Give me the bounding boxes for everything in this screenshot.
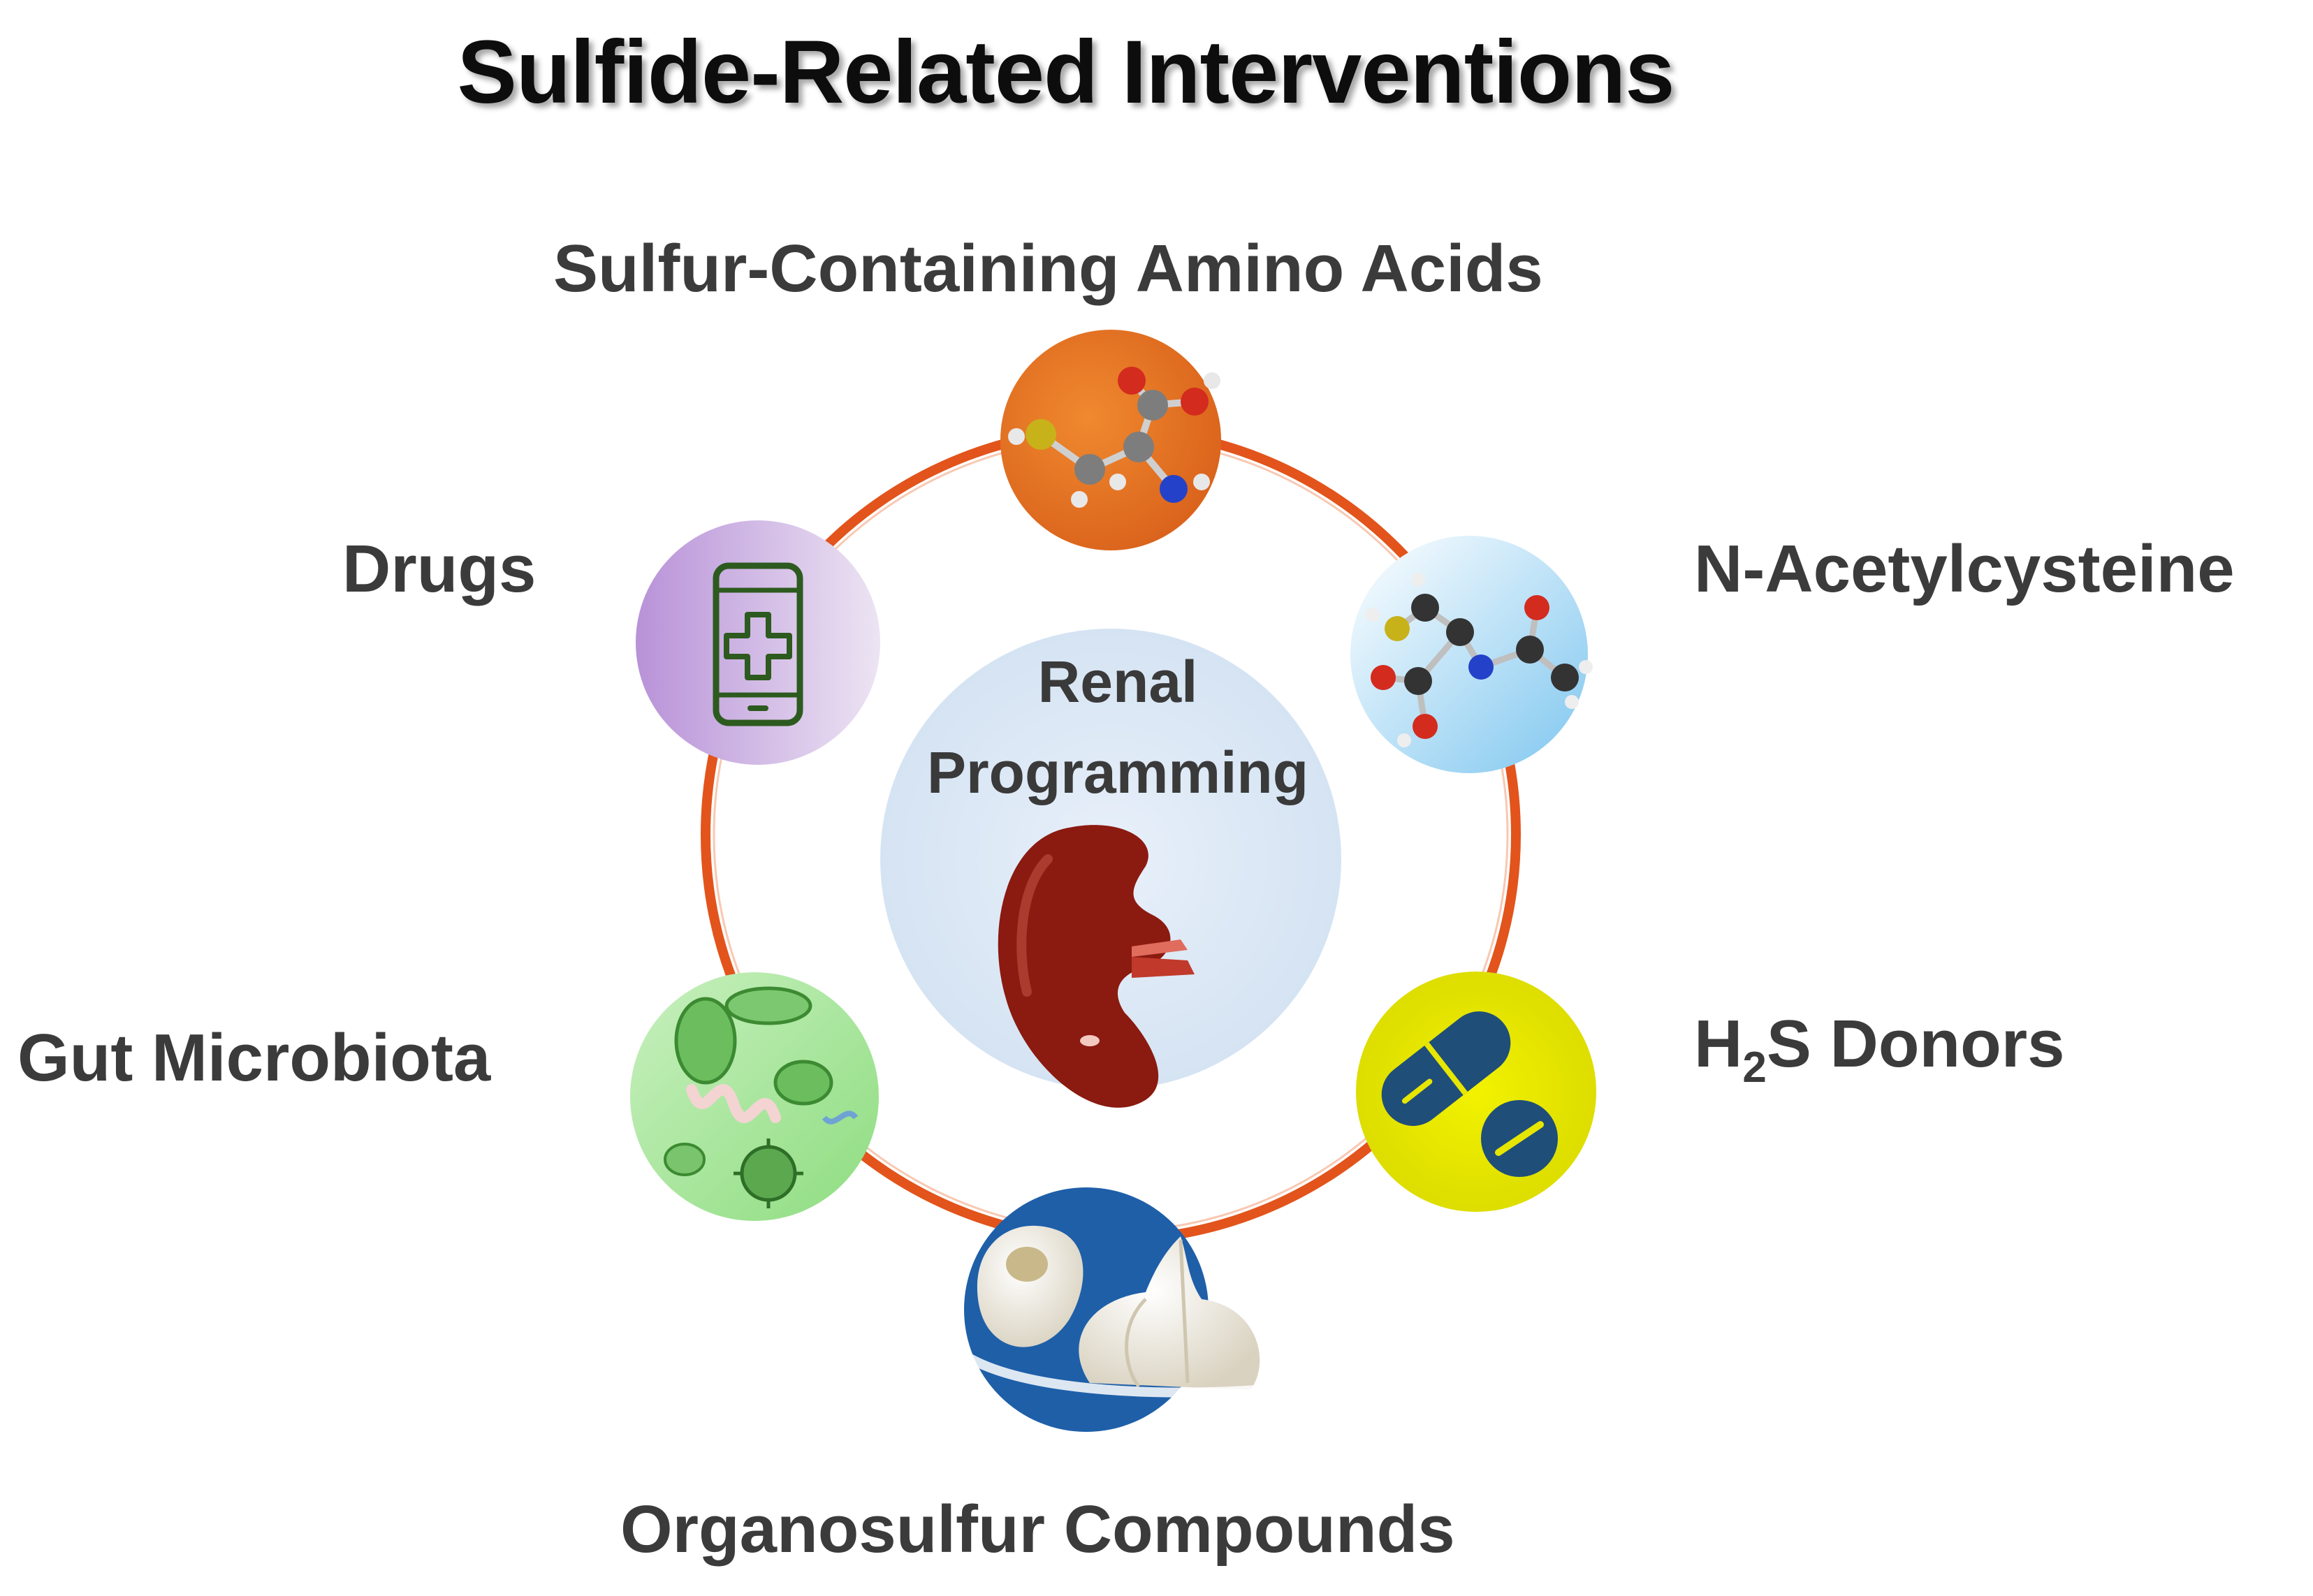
center-label-line1: Renal (1037, 649, 1198, 715)
h2s-subscript: 2 (1742, 1044, 1767, 1092)
phone-medical-cross-icon (636, 520, 880, 765)
label-organosulfur-compounds: Organosulfur Compounds (620, 1492, 1455, 1567)
microbes-icon (630, 972, 879, 1221)
garlic-icon (961, 1187, 1260, 1432)
h2s-rest: S Donors (1766, 1006, 2065, 1081)
kidney-icon (998, 825, 1195, 1108)
h2s-h: H (1694, 1006, 1743, 1081)
nac-molecule-icon (1350, 536, 1593, 773)
label-sulfur-amino-acids: Sulfur-Containing Amino Acids (553, 231, 1543, 306)
label-h2s-donors: H2S Donors (1694, 1006, 2065, 1092)
page-title: Sulfide-Related Interventions (457, 22, 1675, 122)
cysteine-molecule-icon (1000, 330, 1221, 550)
pill-tablet-icon (1356, 972, 1596, 1212)
center-label-line2: Programming (926, 740, 1309, 805)
label-drugs: Drugs (342, 532, 537, 606)
label-n-acetylcysteine: N-Acetylcysteine (1694, 532, 2235, 606)
label-gut-microbiota: Gut Microbiota (17, 1020, 491, 1095)
